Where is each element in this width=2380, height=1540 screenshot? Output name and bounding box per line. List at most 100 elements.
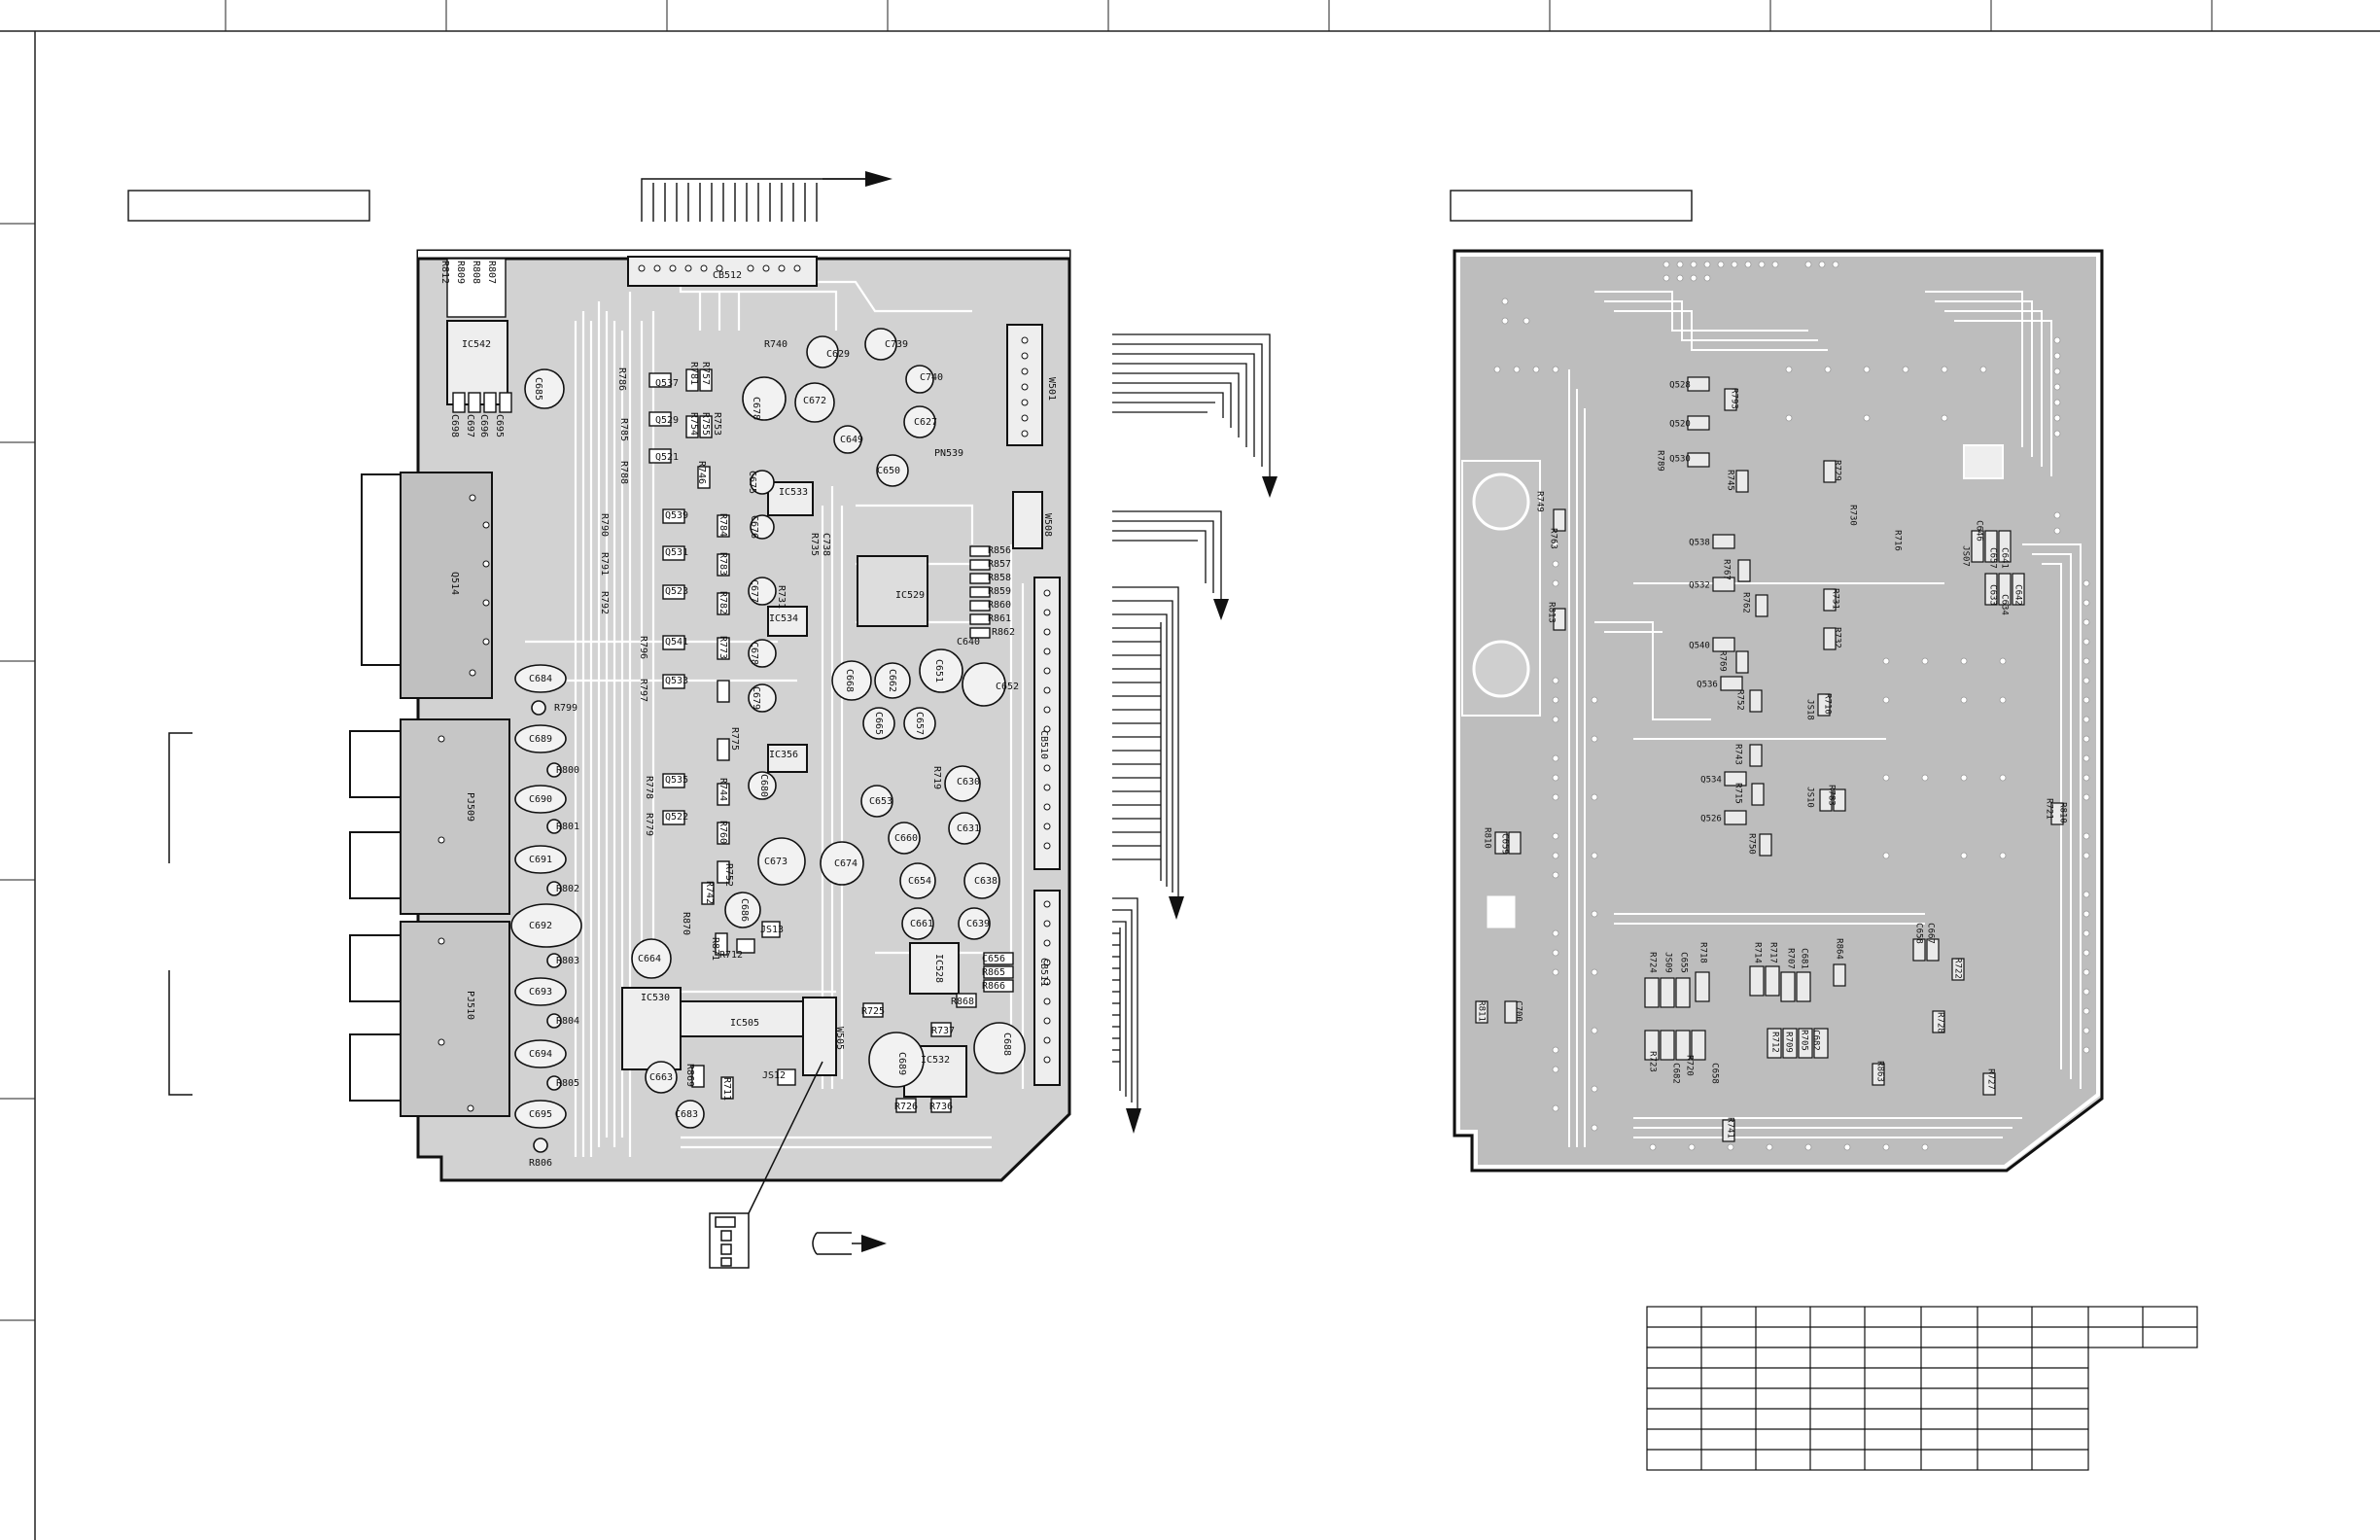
component-label: C651 — [933, 659, 944, 682]
component-label: C676 — [749, 515, 759, 539]
component-label: R730 — [1848, 505, 1858, 526]
component-label: R727 — [1986, 1068, 1996, 1090]
component-label: C678 — [749, 642, 759, 665]
component-label: R725 — [861, 1006, 885, 1017]
component-label: R712 — [1770, 1032, 1780, 1053]
component-label: Q533 — [665, 676, 688, 686]
top-view-title-box — [127, 190, 370, 222]
component-label: C629 — [826, 349, 850, 360]
component-label: C665 — [873, 712, 884, 735]
component-label: C633 — [1988, 584, 1998, 606]
component-label: PN539 — [934, 448, 963, 459]
component-label: C698 — [449, 414, 460, 438]
component-label: C640 — [957, 637, 980, 648]
component-label: R714 — [1753, 942, 1763, 963]
reference-table — [1646, 1306, 2198, 1471]
component-label: C642 — [2013, 584, 2023, 606]
component-label: R752 — [723, 863, 734, 887]
component-label: C689 — [896, 1052, 907, 1075]
component-label: C683 — [675, 1109, 698, 1120]
component-label: R717 — [1768, 942, 1778, 963]
component-label: W501 — [1046, 377, 1057, 401]
component-label: R769 — [1718, 650, 1728, 672]
component-label: R799 — [554, 703, 578, 714]
component-label: R796 — [638, 636, 648, 659]
component-label: C661 — [910, 919, 933, 929]
component-label: Q523 — [665, 586, 688, 597]
component-label: Q520 — [1669, 420, 1691, 430]
component-label: Q529 — [655, 415, 679, 426]
component-label: R791 — [599, 552, 610, 576]
component-label: C688 — [1001, 1032, 1012, 1056]
component-label: Q528 — [1669, 381, 1691, 391]
component-label: R711 — [721, 1077, 732, 1101]
pcb-component-side — [349, 249, 1071, 1182]
component-label: R865 — [982, 967, 1005, 978]
component-label: R809 — [455, 261, 466, 284]
component-label: Q534 — [1700, 776, 1722, 786]
component-label: C690 — [529, 794, 552, 805]
component-label: R763 — [1549, 528, 1558, 549]
component-label: R719 — [931, 766, 942, 789]
component-label: C652 — [996, 682, 1019, 692]
component-label: R868 — [951, 997, 974, 1007]
component-label: C655 — [1679, 952, 1689, 973]
component-label: R779 — [644, 813, 654, 836]
component-label: R861 — [988, 613, 1011, 624]
component-label: C695 — [529, 1109, 552, 1120]
component-label: R722 — [1953, 958, 1963, 979]
component-label: R783 — [1827, 785, 1837, 806]
w505-callout — [709, 1061, 865, 1269]
component-label: C680 — [758, 774, 769, 797]
component-label: IC530 — [641, 993, 670, 1003]
component-label: R802 — [556, 884, 579, 894]
bottom-view-title-box — [1450, 190, 1693, 222]
component-label: R775 — [729, 727, 740, 751]
component-label: R784 — [718, 513, 728, 537]
component-label: R785 — [618, 418, 629, 441]
arrow-down-icon — [1213, 599, 1229, 620]
component-label: JS18 — [1805, 699, 1815, 720]
component-label: C639 — [966, 919, 990, 929]
component-label: Q526 — [1700, 815, 1722, 824]
component-label: Q536 — [1697, 681, 1718, 690]
component-label: C668 — [844, 669, 855, 692]
component-label: R871 — [710, 937, 720, 961]
component-label: R743 — [1733, 744, 1743, 765]
component-label: C627 — [914, 417, 937, 428]
component-label: R710 — [1823, 693, 1833, 715]
component-label: Q538 — [1689, 539, 1710, 548]
component-label: C740 — [920, 372, 943, 383]
component-label: Q540 — [1689, 642, 1710, 651]
component-label: R728 — [1936, 1012, 1945, 1033]
component-label: R783 — [718, 552, 728, 576]
component-label: R805 — [556, 1078, 579, 1089]
component-label: C658 — [1710, 1063, 1720, 1084]
component-label: W508 — [1042, 513, 1053, 537]
component-label: R803 — [556, 956, 579, 966]
component-label: C686 — [739, 898, 750, 922]
component-label: R723 — [1648, 1051, 1658, 1072]
component-label: C660 — [894, 833, 918, 844]
component-label: JS10 — [1805, 787, 1815, 808]
component-label: C696 — [478, 414, 489, 438]
component-label: R810 — [2058, 802, 2068, 823]
component-label: JS07 — [1961, 545, 1971, 567]
arrow-down-icon — [1169, 896, 1184, 920]
component-label: C738 — [821, 533, 831, 556]
component-label: CB511 — [1038, 958, 1049, 987]
component-label: R782 — [718, 591, 728, 614]
component-label: R726 — [894, 1102, 918, 1112]
component-label: R737 — [931, 1026, 955, 1036]
component-label: R788 — [618, 461, 629, 484]
component-label: R862 — [992, 627, 1015, 638]
component-label: R718 — [1698, 942, 1708, 963]
component-label: C692 — [529, 921, 552, 931]
component-label: C700 — [1514, 1000, 1523, 1022]
component-label: C656 — [982, 954, 1005, 964]
component-label: R790 — [599, 513, 610, 537]
component-label: R792 — [599, 591, 610, 614]
component-label: C654 — [908, 876, 931, 887]
